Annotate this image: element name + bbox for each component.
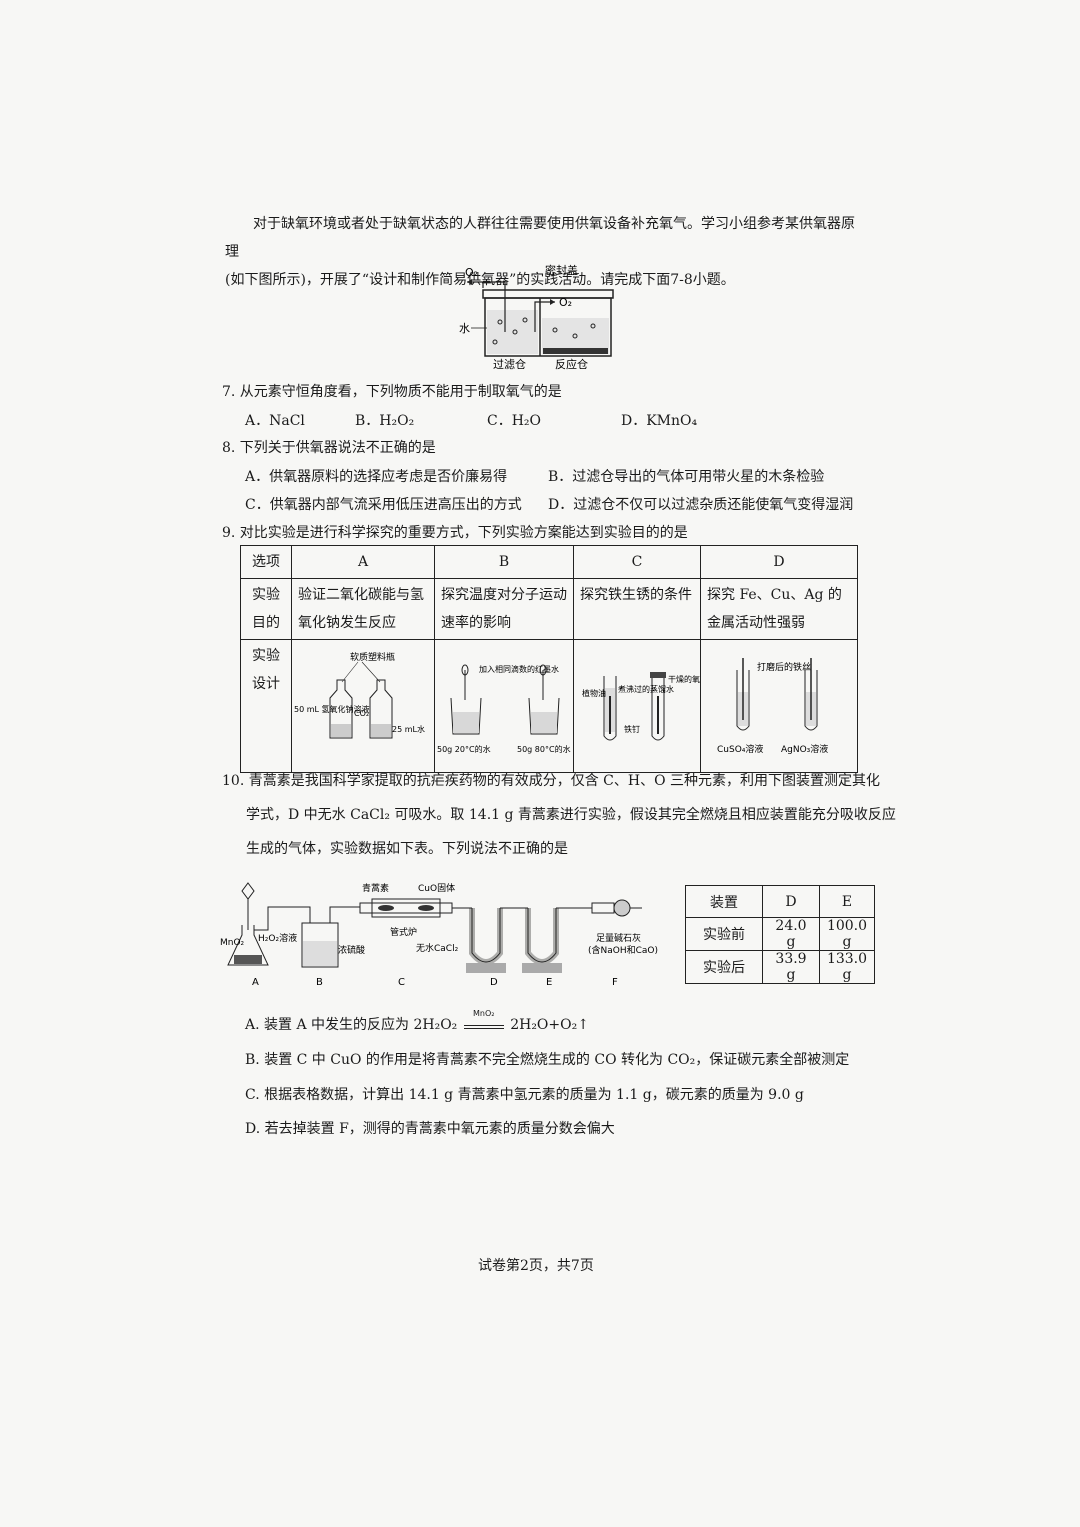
- q10-option-c: C. 根据表格数据，计算出 14.1 g 青蒿素中氢元素的质量为 1.1 g，碳…: [245, 1087, 804, 1103]
- q10-line-3: 生成的气体，实验数据如下表。下列说法不正确的是: [246, 841, 568, 857]
- q10-line-2: 学式，D 中无水 CaCl₂ 可吸水。取 14.1 g 青蒿素进行实验，假设其完…: [246, 807, 896, 823]
- q8-option-d: D．过滤仓不仅可以过滤杂质还能使氧气变得湿润: [548, 497, 854, 513]
- q8-option-a: A．供氧器原料的选择应考虑是否价廉易得: [245, 469, 508, 485]
- q10-table-row-before-label: 实验前: [685, 917, 763, 951]
- apparatus-label-f: F: [612, 977, 618, 988]
- apparatus-label-b: B: [316, 977, 323, 988]
- q10-line-1: 10. 青蒿素是我国科学家提取的抗疟疾药物的有效成分，仅含 C、H、O 三种元素…: [222, 773, 881, 789]
- q7-option-a: A．NaCl: [245, 413, 305, 429]
- design-d-agno3-label: AgNO₃溶液: [781, 743, 828, 755]
- q10-table-header-device: 装置: [685, 885, 763, 918]
- q10-option-a: A. 装置 A 中发生的反应为 2H₂O₂ MnO₂ 2H₂O+O₂↑: [245, 1009, 589, 1034]
- apparatus-mno2-label: MnO₂: [220, 938, 245, 948]
- design-b-beakers: 加入相同滴数的红墨水 50g 20°C的水 50g 80°C的水: [437, 664, 571, 754]
- q8-option-b: B．过滤仓导出的气体可用带火星的木条检验: [548, 469, 825, 485]
- q10-table-row-after-e: 133.0 g: [819, 950, 875, 984]
- q9-aim-label: 实验目的: [240, 578, 292, 640]
- q7-option-b: B．H₂O₂: [355, 413, 415, 429]
- design-d-wire-label: 打磨后的铁丝: [757, 661, 811, 673]
- oxygen-generator-figure: O₂ 密封盖 O₂ 水 过滤仓 反应仓: [459, 263, 614, 371]
- design-b-hot-label: 50g 80°C的水: [517, 744, 571, 754]
- apparatus-furnace-label: 管式炉: [390, 926, 417, 938]
- q9-design-d: 打磨后的铁丝 CuSO₄溶液 AgNO₃溶液: [700, 639, 858, 773]
- page-footer: 试卷第2页，共7页: [478, 1258, 594, 1274]
- q9-header-b: B: [434, 545, 574, 579]
- q8-stem: 8. 下列关于供氧器说法不正确的是: [222, 440, 436, 456]
- apparatus-label-d: D: [490, 977, 498, 988]
- q10-option-d: D. 若去掉装置 F，测得的青蒿素中氧元素的质量分数会偏大: [245, 1121, 615, 1137]
- reaction-catalyst: MnO₂: [473, 1009, 495, 1018]
- apparatus-cacl2-label: 无水CaCl₂: [416, 942, 459, 954]
- q10-option-b: B. 装置 C 中 CuO 的作用是将青蒿素不完全燃烧生成的 CO 转化为 CO…: [245, 1052, 850, 1068]
- design-b-cold-label: 50g 20°C的水: [437, 744, 491, 754]
- design-c-tubes: 植物油 煮沸过的蒸馏水 干燥的氧气 铁钉: [582, 672, 708, 741]
- apparatus-label-a: A: [252, 977, 259, 988]
- design-d-tubes: 打磨后的铁丝 CuSO₄溶液 AgNO₃溶液: [717, 658, 828, 755]
- q9-aim-d: 探究 Fe、Cu、Ag 的金属活动性强弱: [700, 578, 858, 640]
- apparatus-label-c: C: [398, 977, 405, 988]
- design-c-dry-oxygen-label: 干燥的氧气: [668, 674, 700, 684]
- apparatus-label-e: E: [546, 977, 552, 988]
- apparatus-artemisinin-label: 青蒿素: [362, 882, 389, 894]
- q10-table-row-before-e: 100.0 g: [819, 917, 875, 951]
- design-b-drops-label: 加入相同滴数的红墨水: [479, 664, 559, 674]
- q7-option-d: D．KMnO₄: [621, 413, 698, 429]
- apparatus-soda-lime-composition: (含NaOH和CaO): [588, 944, 658, 956]
- apparatus-acid-label: 浓硫酸: [338, 944, 365, 956]
- q10-option-a-reactants: A. 装置 A 中发生的反应为 2H₂O₂: [245, 1017, 458, 1033]
- fig1-o2-in: O₂: [559, 296, 572, 309]
- q9-table: 选项 A B C D 实验目的 验证二氧化碳能与氢氧化钠发生反应 探究温度对分子…: [240, 545, 858, 773]
- q10-table-row-after-label: 实验后: [685, 950, 763, 984]
- q10-table-header-d: D: [762, 885, 820, 918]
- fig1-water: 水: [459, 322, 470, 335]
- q7-option-c: C．H₂O: [487, 413, 542, 429]
- q8-option-c: C．供氧器内部气流采用低压进高压出的方式: [245, 497, 522, 513]
- apparatus-cuo-label: CuO固体: [418, 882, 455, 894]
- q10-table-row-after-d: 33.9 g: [762, 950, 820, 984]
- apparatus-soda-lime-label: 足量碱石灰: [596, 932, 641, 944]
- q9-aim-a: 验证二氧化碳能与氢氧化钠发生反应: [291, 578, 435, 640]
- q9-design-c: 植物油 煮沸过的蒸馏水 干燥的氧气 铁钉: [573, 639, 708, 773]
- reaction-arrow: MnO₂: [463, 1009, 504, 1029]
- q9-header-d: D: [700, 545, 858, 579]
- design-d-cuso4-label: CuSO₄溶液: [717, 743, 763, 755]
- q9-design-a: 软质塑料瓶 50 mL 氢氧化钠溶液 CO₂ 25 mL水: [291, 639, 435, 773]
- q9-stem: 9. 对比实验是进行科学探究的重要方式，下列实验方案能达到实验目的的是: [222, 525, 688, 541]
- q10-data-table: 装置 D E 实验前 24.0 g 100.0 g 实验后 33.9 g 133…: [685, 885, 875, 984]
- q7-stem: 7. 从元素守恒角度看，下列物质不能用于制取氧气的是: [222, 384, 562, 400]
- q9-design-b: 加入相同滴数的红墨水 50g 20°C的水 50g 80°C的水: [434, 639, 574, 773]
- q9-aim-c: 探究铁生锈的条件: [573, 578, 701, 640]
- q9-header-c: C: [573, 545, 701, 579]
- design-c-nail-label: 铁钉: [624, 724, 640, 734]
- q10-option-a-products: 2H₂O+O₂↑: [510, 1017, 589, 1033]
- q9-header-a: A: [291, 545, 435, 579]
- design-c-boiled-water-label: 煮沸过的蒸馏水: [618, 684, 674, 694]
- q10-apparatus-figure: MnO₂ H₂O₂溶液 浓硫酸 青蒿素 CuO固体 管式炉 无水CaCl₂ 足量…: [220, 882, 658, 988]
- q9-header-option: 选项: [240, 545, 292, 579]
- design-a-water-label: 25 mL水: [392, 724, 425, 734]
- intro-paragraph: 对于缺氧环境或者处于缺氧状态的人群往往需要使用供氧设备补充氧气。学习小组参考某供…: [225, 210, 865, 294]
- intro-line-1: 对于缺氧环境或者处于缺氧状态的人群往往需要使用供氧设备补充氧气。学习小组参考某供…: [225, 216, 855, 260]
- q10-table-row-before-d: 24.0 g: [762, 917, 820, 951]
- intro-line-2: (如下图所示)，开展了“设计和制作简易供氧器”的实践活动。请完成下面7-8小题。: [225, 272, 735, 288]
- design-a-bottle-label: 软质塑料瓶: [350, 651, 395, 663]
- fig1-reaction-chamber: 反应仓: [555, 357, 588, 371]
- fig1-o2-out: O₂: [465, 266, 478, 279]
- design-a-bottles: 软质塑料瓶 50 mL 氢氧化钠溶液 CO₂ 25 mL水: [294, 651, 425, 739]
- apparatus-h2o2-label: H₂O₂溶液: [258, 932, 297, 944]
- q9-design-label: 实验设计: [240, 639, 292, 773]
- design-a-naoh-label: 50 mL 氢氧化钠溶液: [294, 704, 370, 714]
- design-a-co2-label: CO₂: [354, 709, 369, 718]
- q9-aim-b: 探究温度对分子运动速率的影响: [434, 578, 574, 640]
- design-c-oil-label: 植物油: [582, 688, 606, 698]
- fig1-filter-chamber: 过滤仓: [493, 357, 526, 371]
- fig1-lid: 密封盖: [545, 263, 578, 277]
- q10-table-header-e: E: [819, 885, 875, 918]
